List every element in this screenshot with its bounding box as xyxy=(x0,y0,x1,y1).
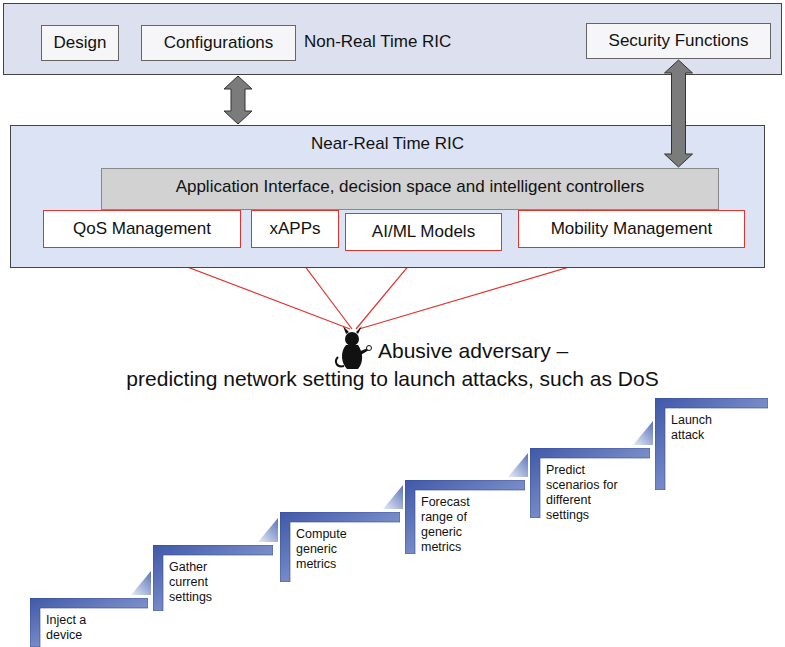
stair-wedge xyxy=(131,571,151,595)
stair-step: Inject a device xyxy=(30,598,148,647)
stair-wedge xyxy=(258,518,278,542)
step-label: Forecast range of generic metrics xyxy=(421,495,483,555)
interface-band: Application Interface, decision space an… xyxy=(101,168,719,210)
box-label: Application Interface, decision space an… xyxy=(170,177,651,197)
step-label: Inject a device xyxy=(46,613,102,643)
devil-head xyxy=(345,332,359,346)
stair-shape xyxy=(655,398,768,490)
stair-step: Predict scenarios for different settings xyxy=(530,448,650,528)
stair-outline xyxy=(30,598,148,647)
stair-wedge xyxy=(633,421,653,445)
stair-step: Gather current settings xyxy=(153,545,273,611)
box-label: Security Functions xyxy=(605,31,753,51)
step-label: Predict scenarios for different settings xyxy=(546,463,630,523)
stair-wedge xyxy=(508,453,528,477)
config-box: Configurations xyxy=(141,25,296,61)
stair-outline xyxy=(280,512,400,582)
double-block-arrow xyxy=(224,76,252,124)
stair-wedges xyxy=(131,421,653,595)
box-label: xAPPs xyxy=(265,219,324,239)
box-label: AI/ML Models xyxy=(368,222,479,242)
box-label: Configurations xyxy=(160,33,278,53)
step-label: Gather current settings xyxy=(169,560,225,605)
stair-outline xyxy=(153,545,273,611)
stair-step: Forecast range of generic metrics xyxy=(405,480,525,560)
qos-box: QoS Management xyxy=(43,210,241,248)
near-rt-ric-panel: Near-Real Time RIC Application Interface,… xyxy=(10,125,765,268)
label-holder: Abusive adversary – xyxy=(378,339,778,363)
devil-body xyxy=(342,345,362,369)
xapps-box: xAPPs xyxy=(251,210,339,248)
box-label: QoS Management xyxy=(69,219,215,239)
stair-step: Compute generic metrics xyxy=(280,512,400,582)
box-label: Design xyxy=(50,33,111,53)
double-block-arrow xyxy=(665,60,693,167)
step-label: Launch attack xyxy=(671,413,727,443)
adversary-caption: predicting network setting to launch att… xyxy=(0,367,785,391)
stair-wedge xyxy=(383,485,403,509)
box-label: Mobility Management xyxy=(547,219,717,239)
adversary-caption: Abusive adversary – xyxy=(378,339,778,363)
aiml-box: AI/ML Models xyxy=(345,213,502,251)
panel-title: Near-Real Time RIC xyxy=(311,134,464,154)
security-box: Security Functions xyxy=(586,23,771,59)
non-rt-ric-panel: Non-Real Time RIC Design Configurations Sec… xyxy=(3,3,782,75)
stair-outline xyxy=(655,398,768,490)
step-label: Compute generic metrics xyxy=(296,527,358,572)
devil-tail xyxy=(336,357,344,366)
mobility-box: Mobility Management xyxy=(518,210,745,248)
design-box: Design xyxy=(41,25,119,61)
stair-step: Launch attack xyxy=(655,398,768,490)
devil-device xyxy=(367,346,372,351)
panel-title: Non-Real Time RIC xyxy=(304,32,451,52)
label-holder: predicting network setting to launch att… xyxy=(0,367,785,391)
adversary-figure xyxy=(336,326,372,369)
stair-outline xyxy=(405,480,525,554)
